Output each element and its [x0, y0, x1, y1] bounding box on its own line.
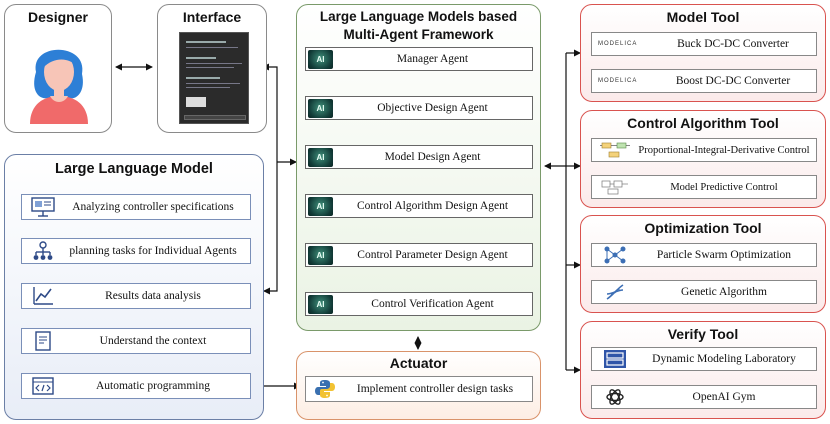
llm-item-label: planning tasks for Individual Agents — [69, 245, 237, 257]
tool-dynamic-modeling-lab: Dynamic Modeling Laboratory — [591, 347, 817, 371]
model-tool-panel: Model Tool MODELICA Buck DC-DC Converter… — [580, 4, 826, 102]
llm-item-label: Analyzing controller specifications — [72, 201, 234, 213]
framework-title-line2: Multi-Agent Framework — [343, 27, 494, 42]
actuator-label: Implement controller design tasks — [356, 383, 514, 395]
interface-panel: Interface — [157, 4, 267, 133]
tool-buck-converter: MODELICA Buck DC-DC Converter — [591, 32, 817, 56]
ai-brain-icon: AI — [308, 245, 333, 265]
llm-panel: Large Language Model Analyzing controlle… — [4, 154, 264, 420]
ai-brain-icon: AI — [308, 196, 333, 216]
agent-control-algorithm-design: AI Control Algorithm Design Agent — [305, 194, 533, 218]
tool-pso: Particle Swarm Optimization — [591, 243, 817, 267]
model-tool-title: Model Tool — [666, 9, 740, 25]
tool-mpc-control: Model Predictive Control — [591, 175, 817, 199]
tool-label: Model Predictive Control — [670, 181, 778, 193]
presentation-icon — [30, 196, 56, 218]
verify-tool-panel: Verify Tool Dynamic Modeling Laboratory … — [580, 321, 826, 419]
tool-label: Boost DC-DC Converter — [675, 75, 791, 87]
control-tool-title: Control Algorithm Tool — [627, 115, 779, 131]
llm-title: Large Language Model — [55, 161, 213, 177]
framework-title-line1: Large Language Models based — [319, 9, 518, 24]
tool-pid-control: Proportional-Integral-Derivative Control — [591, 138, 817, 162]
actuator-item: Implement controller design tasks — [305, 376, 533, 402]
tool-openai-gym: OpenAI Gym — [591, 385, 817, 409]
modelica-logo-icon: MODELICA — [598, 41, 638, 47]
network-icon — [598, 245, 632, 265]
llm-item-label: Understand the context — [99, 335, 207, 347]
llm-item-label: Automatic programming — [95, 380, 211, 392]
agent-label: Objective Design Agent — [377, 102, 488, 114]
optimization-tool-title: Optimization Tool — [644, 220, 762, 236]
agent-label: Control Algorithm Design Agent — [356, 200, 509, 212]
line-chart-icon — [30, 285, 56, 307]
interface-title: Interface — [182, 9, 242, 25]
org-chart-icon — [30, 240, 56, 262]
llm-item-programming: Automatic programming — [21, 373, 251, 399]
agent-objective-design: AI Objective Design Agent — [305, 96, 533, 120]
agent-label: Control Parameter Design Agent — [357, 249, 508, 261]
llm-item-planning: planning tasks for Individual Agents — [21, 238, 251, 264]
dymola-icon — [598, 349, 632, 369]
llm-item-analyzing: Analyzing controller specifications — [21, 194, 251, 220]
code-icon — [30, 375, 56, 397]
llm-item-results: Results data analysis — [21, 283, 251, 309]
actuator-panel: Actuator Implement controller design tas… — [296, 351, 541, 420]
optimization-tool-panel: Optimization Tool Particle Swarm Optimiz… — [580, 215, 826, 313]
interface-screenshot — [179, 32, 249, 124]
pid-block-icon — [598, 140, 632, 160]
dna-icon — [598, 282, 632, 302]
tool-label: OpenAI Gym — [692, 391, 756, 403]
agent-control-parameter-design: AI Control Parameter Design Agent — [305, 243, 533, 267]
ai-brain-icon: AI — [308, 49, 333, 69]
openai-logo-icon — [598, 387, 632, 407]
agent-label: Control Verification Agent — [371, 298, 494, 310]
designer-avatar-icon — [30, 49, 88, 124]
tool-genetic-algorithm: Genetic Algorithm — [591, 280, 817, 304]
mpc-block-icon — [598, 177, 632, 197]
designer-panel: Designer — [4, 4, 112, 133]
agent-label: Model Design Agent — [384, 151, 481, 163]
actuator-title: Actuator — [389, 355, 448, 371]
ai-brain-icon: AI — [308, 294, 333, 314]
ai-brain-icon: AI — [308, 98, 333, 118]
tool-boost-converter: MODELICA Boost DC-DC Converter — [591, 69, 817, 93]
python-icon — [312, 378, 338, 400]
ai-brain-icon: AI — [308, 147, 333, 167]
llm-item-label: Results data analysis — [105, 290, 201, 302]
document-icon — [30, 330, 56, 352]
llm-item-context: Understand the context — [21, 328, 251, 354]
tool-label: Buck DC-DC Converter — [677, 38, 789, 50]
agent-model-design: AI Model Design Agent — [305, 145, 533, 169]
agent-control-verification: AI Control Verification Agent — [305, 292, 533, 316]
modelica-logo-icon: MODELICA — [598, 78, 638, 84]
verify-tool-title: Verify Tool — [667, 326, 739, 342]
tool-label: Particle Swarm Optimization — [656, 249, 792, 261]
control-tool-panel: Control Algorithm Tool Proportional-Inte… — [580, 110, 826, 208]
agent-label: Manager Agent — [396, 53, 469, 65]
designer-title: Designer — [28, 9, 88, 25]
agent-manager: AI Manager Agent — [305, 47, 533, 71]
tool-label: Genetic Algorithm — [681, 286, 767, 298]
framework-panel: Large Language Models based Multi-Agent … — [296, 4, 541, 331]
tool-label: Proportional-Integral-Derivative Control — [638, 144, 810, 156]
tool-label: Dynamic Modeling Laboratory — [652, 353, 796, 365]
